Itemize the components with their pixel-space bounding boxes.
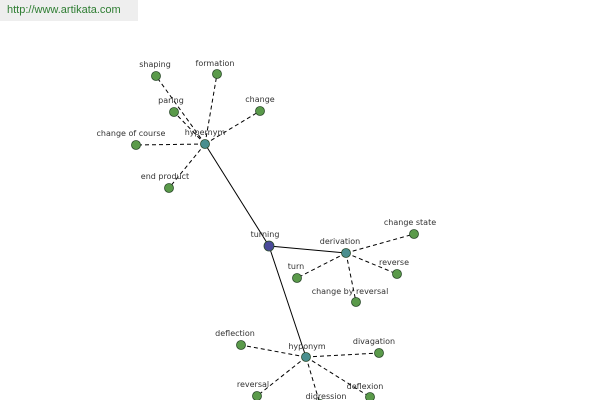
edge-hyponym-reversal bbox=[256, 356, 307, 397]
url-bar: http://www.artikata.com bbox=[0, 0, 138, 21]
node-label-change: change bbox=[245, 95, 275, 104]
leaf-node-deflection[interactable] bbox=[236, 340, 246, 350]
node-label-turn: turn bbox=[288, 262, 304, 271]
edge-hyponym-digression bbox=[305, 356, 320, 400]
edge-turning-hypernym bbox=[204, 143, 270, 247]
node-label-shaping: shaping bbox=[139, 60, 171, 69]
edge-hypernym-formation bbox=[204, 73, 218, 145]
graph-labels: turning hypernym derivation hyponym shaping f… bbox=[97, 59, 437, 400]
edge-derivation-reverse bbox=[345, 252, 398, 275]
leaf-node-shaping[interactable] bbox=[151, 71, 161, 81]
node-label-deflection: deflection bbox=[215, 329, 255, 338]
hub-node-derivation[interactable] bbox=[341, 248, 351, 258]
edge-hypernym-paring bbox=[173, 111, 206, 145]
edge-derivation-change-state bbox=[345, 233, 415, 254]
leaf-node-reverse[interactable] bbox=[392, 269, 402, 279]
leaf-node-reversal[interactable] bbox=[252, 391, 262, 400]
node-label-hyponym: hyponym bbox=[288, 342, 326, 351]
leaf-node-paring[interactable] bbox=[169, 107, 179, 117]
leaf-node-turn[interactable] bbox=[292, 273, 302, 283]
edge-turning-derivation bbox=[268, 245, 347, 254]
hub-node-hypernym[interactable] bbox=[200, 139, 210, 149]
edge-derivation-turn bbox=[296, 252, 347, 279]
edge-derivation-change-by-reversal bbox=[345, 252, 357, 303]
edge-hyponym-divagation bbox=[305, 352, 380, 358]
node-label-deflexion: deflexion bbox=[347, 382, 384, 391]
edge-hypernym-change bbox=[204, 110, 261, 145]
node-label-change-of-course: change of course bbox=[97, 129, 166, 138]
node-label-hypernym: hypernym bbox=[185, 128, 226, 137]
node-label-derivation: derivation bbox=[320, 237, 360, 246]
hub-node-hyponym[interactable] bbox=[301, 352, 311, 362]
edge-hypernym-change-of-course bbox=[135, 143, 206, 146]
edge-hyponym-deflexion bbox=[305, 356, 371, 398]
node-label-digression: digression bbox=[306, 392, 347, 400]
leaf-node-formation[interactable] bbox=[212, 69, 222, 79]
leaf-node-deflexion[interactable] bbox=[365, 392, 375, 400]
node-label-reverse: reverse bbox=[379, 258, 409, 267]
graph-edges bbox=[135, 73, 415, 400]
leaf-node-end-product[interactable] bbox=[164, 183, 174, 193]
node-label-change-by-reversal: change by reversal bbox=[312, 287, 389, 296]
graph-nodes bbox=[131, 69, 419, 400]
edge-hypernym-end-product bbox=[168, 143, 206, 189]
node-label-paring: paring bbox=[158, 96, 184, 105]
leaf-node-change[interactable] bbox=[255, 106, 265, 116]
node-label-formation: formation bbox=[196, 59, 235, 68]
leaf-node-change-state[interactable] bbox=[409, 229, 419, 239]
node-label-reversal: reversal bbox=[237, 380, 269, 389]
leaf-node-change-of-course[interactable] bbox=[131, 140, 141, 150]
root-node-turning[interactable] bbox=[263, 240, 275, 252]
node-label-change-state: change state bbox=[384, 218, 436, 227]
leaf-node-divagation[interactable] bbox=[374, 348, 384, 358]
leaf-node-change-by-reversal[interactable] bbox=[351, 297, 361, 307]
node-label-divagation: divagation bbox=[353, 337, 395, 346]
node-label-turning: turning bbox=[251, 230, 280, 239]
edge-turning-hyponym bbox=[268, 245, 307, 358]
node-label-end-product: end product bbox=[141, 172, 189, 181]
site-url-link[interactable]: http://www.artikata.com bbox=[7, 4, 121, 16]
